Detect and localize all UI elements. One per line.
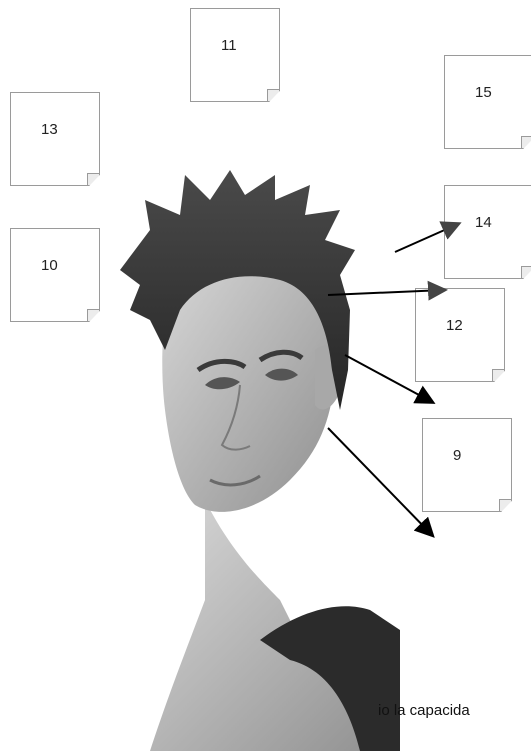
- arrow-to-9-upper: [345, 355, 432, 402]
- arrow-to-9-lower: [328, 428, 432, 535]
- arrow-to-12: [328, 290, 444, 295]
- arrow-to-14: [395, 224, 458, 252]
- caption-text: io la capacida: [378, 702, 470, 719]
